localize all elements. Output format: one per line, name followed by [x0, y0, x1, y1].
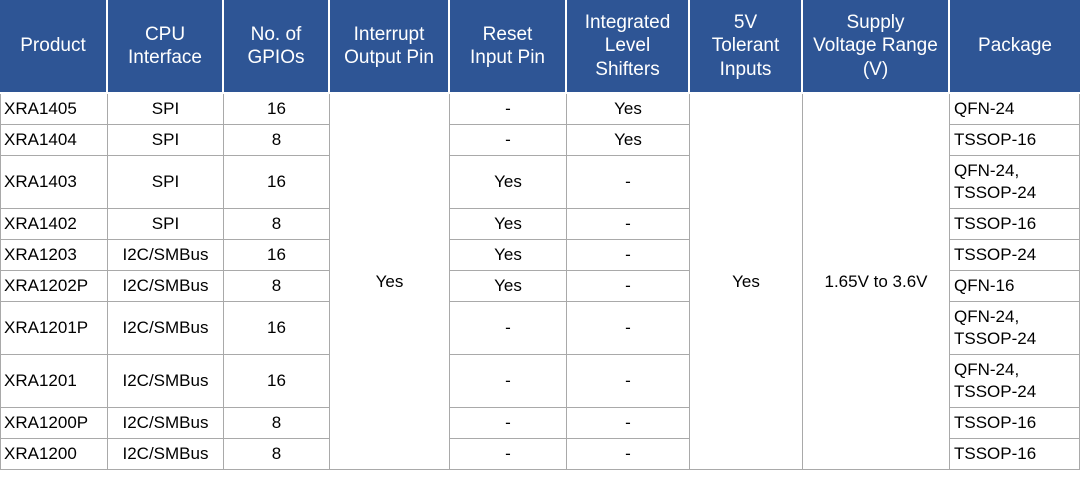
cell-product: XRA1200: [0, 439, 108, 470]
cell-level-shifters: -: [567, 408, 690, 439]
cell-cpu-interface: I2C/SMBus: [108, 408, 224, 439]
cell-cpu-interface: SPI: [108, 156, 224, 209]
cell-level-shifters: -: [567, 240, 690, 271]
cell-level-shifters: -: [567, 209, 690, 240]
cell-cpu-interface: I2C/SMBus: [108, 355, 224, 408]
cell-reset-input-pin: Yes: [450, 240, 567, 271]
cell-package: QFN-24, TSSOP-24: [950, 156, 1080, 209]
cell-product: XRA1202P: [0, 271, 108, 302]
cell-level-shifters: -: [567, 355, 690, 408]
cell-reset-input-pin: Yes: [450, 156, 567, 209]
cell-5v-tolerant-inputs: Yes: [690, 94, 803, 470]
cell-package: TSSOP-16: [950, 408, 1080, 439]
cell-gpios: 16: [224, 302, 330, 355]
cell-gpios: 8: [224, 209, 330, 240]
cell-cpu-interface: SPI: [108, 209, 224, 240]
cell-cpu-interface: SPI: [108, 94, 224, 125]
cell-gpios: 16: [224, 240, 330, 271]
cell-cpu-interface: I2C/SMBus: [108, 439, 224, 470]
cell-package: TSSOP-16: [950, 439, 1080, 470]
cell-product: XRA1404: [0, 125, 108, 156]
cell-product: XRA1403: [0, 156, 108, 209]
cell-gpios: 8: [224, 439, 330, 470]
cell-cpu-interface: I2C/SMBus: [108, 240, 224, 271]
cell-product: XRA1402: [0, 209, 108, 240]
cell-package: QFN-24, TSSOP-24: [950, 355, 1080, 408]
cell-gpios: 8: [224, 408, 330, 439]
cell-reset-input-pin: -: [450, 439, 567, 470]
cell-product: XRA1201P: [0, 302, 108, 355]
cell-package: QFN-24: [950, 94, 1080, 125]
cell-level-shifters: Yes: [567, 94, 690, 125]
cell-gpios: 16: [224, 355, 330, 408]
cell-gpios: 8: [224, 125, 330, 156]
cell-reset-input-pin: Yes: [450, 209, 567, 240]
cell-package: QFN-16: [950, 271, 1080, 302]
cell-cpu-interface: I2C/SMBus: [108, 271, 224, 302]
cell-reset-input-pin: -: [450, 355, 567, 408]
cell-level-shifters: -: [567, 302, 690, 355]
cell-cpu-interface: SPI: [108, 125, 224, 156]
cell-level-shifters: -: [567, 156, 690, 209]
column-header-product: Product: [0, 0, 108, 94]
cell-level-shifters: Yes: [567, 125, 690, 156]
column-header-package: Package: [950, 0, 1080, 94]
cell-reset-input-pin: Yes: [450, 271, 567, 302]
cell-reset-input-pin: -: [450, 408, 567, 439]
cell-level-shifters: -: [567, 271, 690, 302]
cell-package: TSSOP-24: [950, 240, 1080, 271]
cell-gpios: 16: [224, 156, 330, 209]
cell-level-shifters: -: [567, 439, 690, 470]
cell-product: XRA1405: [0, 94, 108, 125]
cell-reset-input-pin: -: [450, 125, 567, 156]
cell-supply-voltage-range: 1.65V to 3.6V: [803, 94, 950, 470]
cell-cpu-interface: I2C/SMBus: [108, 302, 224, 355]
cell-package: TSSOP-16: [950, 209, 1080, 240]
cell-interrupt-output-pin: Yes: [330, 94, 450, 470]
cell-product: XRA1203: [0, 240, 108, 271]
cell-package: QFN-24, TSSOP-24: [950, 302, 1080, 355]
cell-product: XRA1200P: [0, 408, 108, 439]
cell-reset-input-pin: -: [450, 94, 567, 125]
cell-gpios: 16: [224, 94, 330, 125]
cell-gpios: 8: [224, 271, 330, 302]
cell-reset-input-pin: -: [450, 302, 567, 355]
cell-product: XRA1201: [0, 355, 108, 408]
cell-package: TSSOP-16: [950, 125, 1080, 156]
